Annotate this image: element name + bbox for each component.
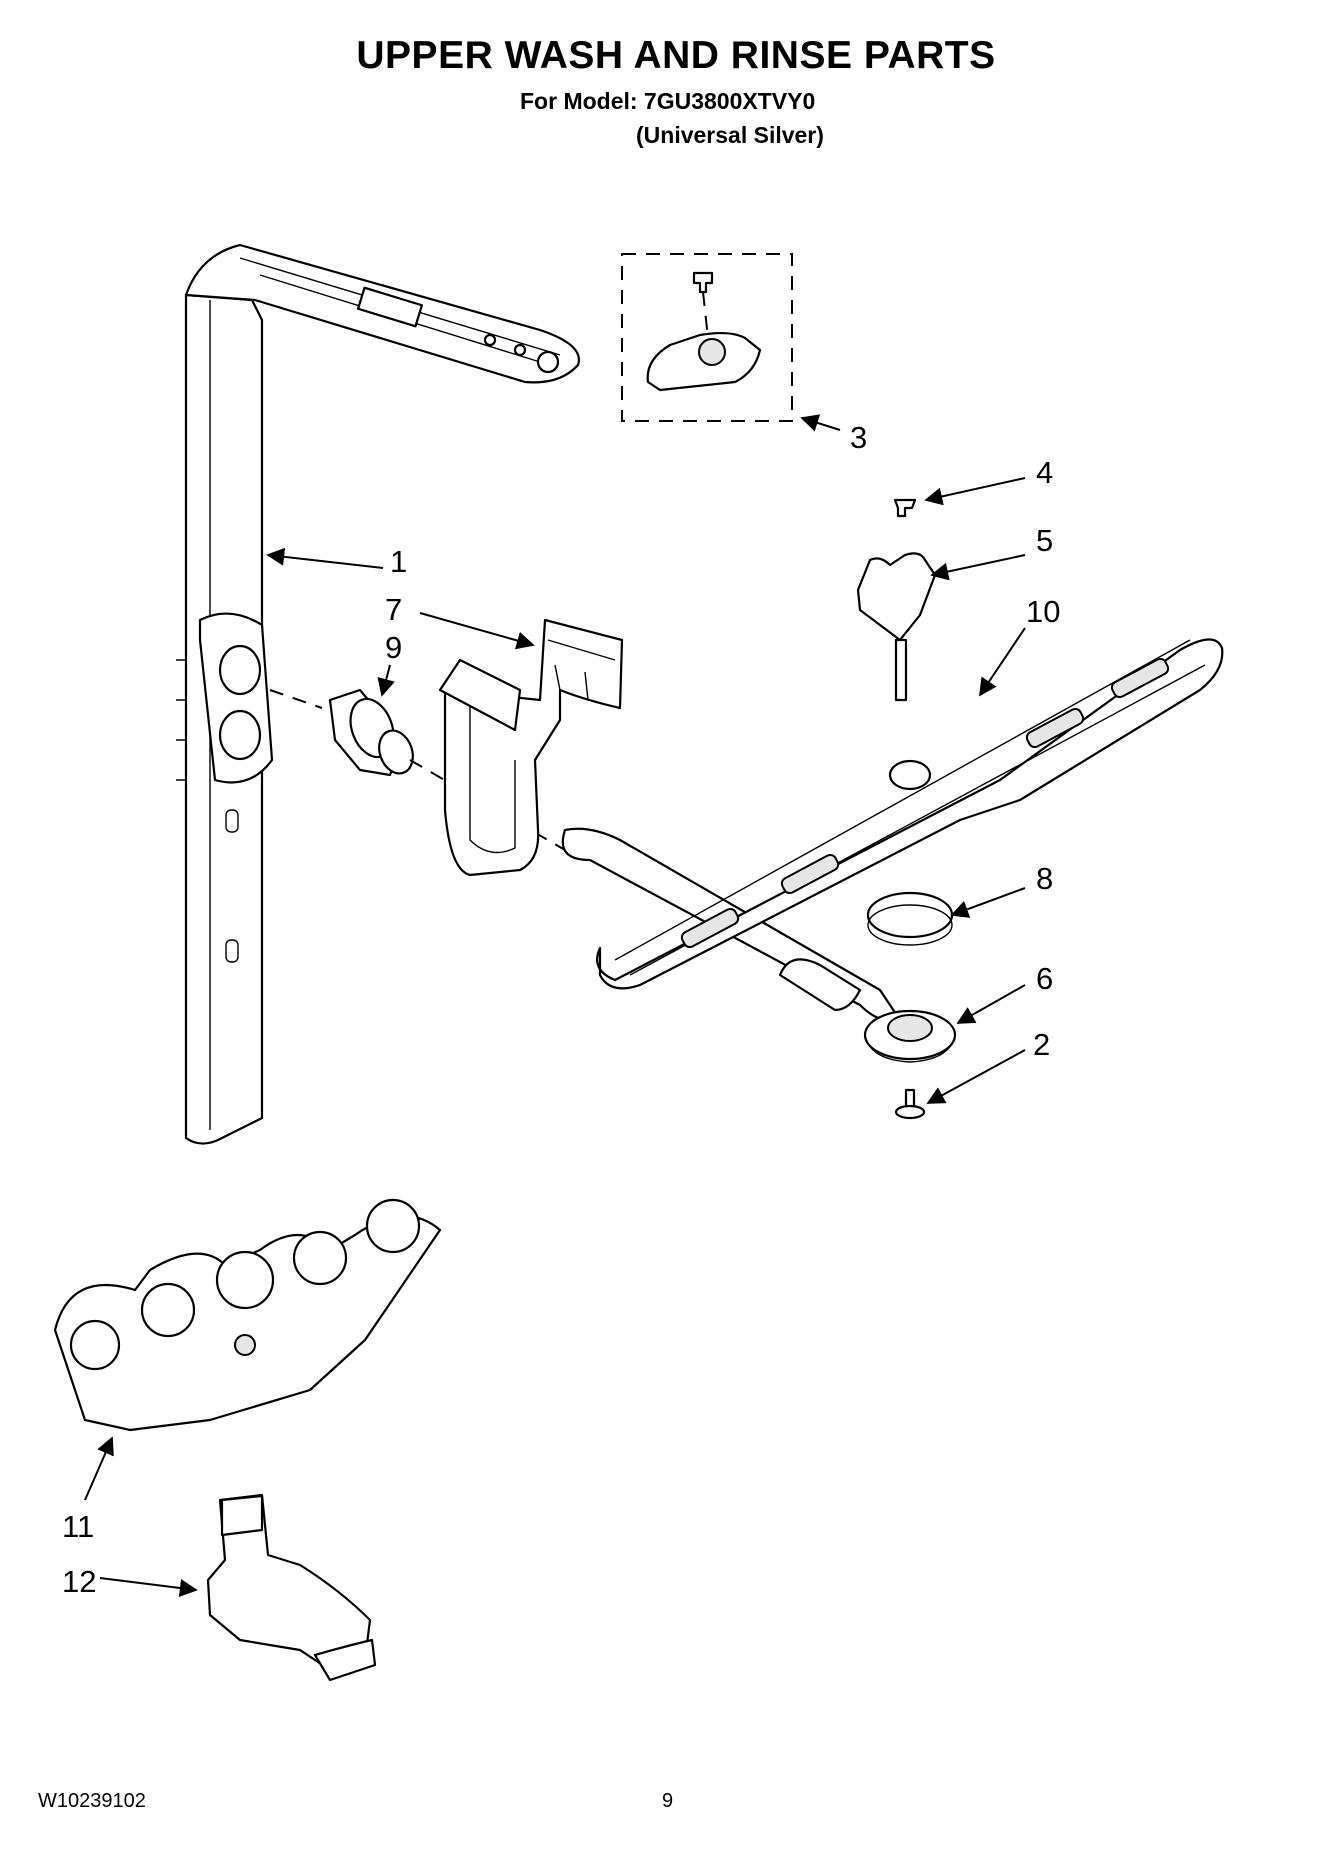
callout-4: 4	[1036, 455, 1053, 490]
fitting-part	[269, 688, 566, 851]
callout-12: 12	[62, 1564, 96, 1599]
model-number: For Model: 7GU3800XTVY0	[520, 88, 816, 114]
callout-2: 2	[1033, 1027, 1050, 1062]
supply-tube-part	[176, 243, 581, 1145]
callout-10: 10	[1026, 594, 1060, 629]
screw-part	[894, 1088, 926, 1120]
callout-9: 9	[385, 630, 402, 665]
callout-6: 6	[1036, 961, 1053, 996]
hub-part	[856, 498, 937, 702]
callout-3: 3	[850, 420, 867, 455]
duct-part	[206, 1493, 377, 1682]
document-number: W10239102	[38, 1790, 146, 1812]
bearing-part	[863, 1009, 957, 1063]
callout-5: 5	[1036, 523, 1053, 558]
callout-1: 1	[390, 544, 407, 579]
ring-part	[866, 891, 954, 946]
manifold-part	[53, 1198, 442, 1432]
bracket-part	[438, 618, 624, 877]
callout-8: 8	[1036, 861, 1053, 896]
callout-7: 7	[385, 592, 402, 627]
spray-arm-part	[561, 638, 1224, 1023]
model-color: (Universal Silver)	[636, 122, 824, 148]
leader-lines	[84, 414, 1026, 1597]
page-number: 9	[662, 1790, 674, 1812]
clip-assembly-part	[621, 253, 793, 422]
callout-11: 11	[62, 1509, 94, 1544]
page-title: UPPER WASH AND RINSE PARTS	[356, 34, 996, 77]
